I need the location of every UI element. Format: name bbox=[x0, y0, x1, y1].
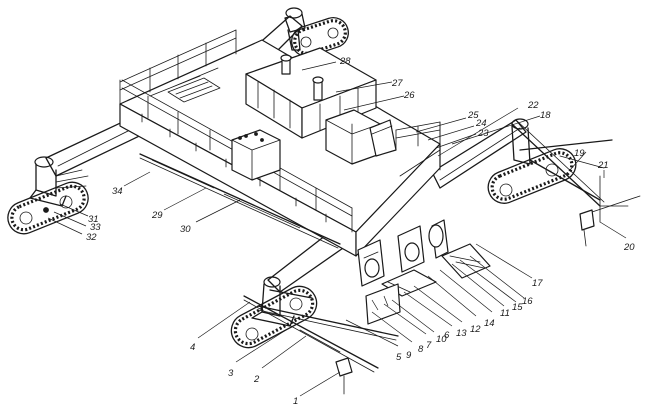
callout-20: 20 bbox=[623, 242, 635, 253]
track-right bbox=[487, 148, 577, 204]
paving-kit bbox=[357, 219, 491, 325]
callout-10: 10 bbox=[436, 334, 447, 345]
deck-plate-hatch bbox=[167, 77, 221, 103]
track-rear-top bbox=[291, 17, 349, 57]
callout-18: 18 bbox=[540, 110, 551, 121]
main-frame bbox=[119, 39, 441, 257]
callout-13: 13 bbox=[456, 328, 467, 339]
leg-left bbox=[29, 156, 89, 207]
exhaust-stack bbox=[280, 54, 324, 101]
callout-27: 27 bbox=[391, 78, 403, 89]
callout-15: 15 bbox=[512, 302, 523, 313]
callout-11: 11 bbox=[500, 308, 510, 319]
track-left bbox=[7, 181, 89, 235]
callout-9: 9 bbox=[406, 350, 412, 361]
callout-25: 25 bbox=[467, 110, 479, 121]
leader-lines bbox=[47, 61, 627, 397]
callout-29: 29 bbox=[151, 210, 163, 221]
callout-33: 33 bbox=[90, 222, 101, 233]
callout-5: 5 bbox=[396, 352, 402, 363]
callout-12: 12 bbox=[470, 324, 481, 335]
sensor-box-front bbox=[335, 357, 353, 395]
callout-3: 3 bbox=[228, 368, 234, 379]
callout-6: 6 bbox=[444, 330, 450, 341]
callout-28: 28 bbox=[339, 56, 351, 67]
callout-21: 21 bbox=[597, 160, 609, 171]
callout-31: 31 bbox=[88, 214, 99, 225]
callout-32: 32 bbox=[86, 232, 97, 243]
callout-26: 26 bbox=[403, 90, 415, 101]
callout-14: 14 bbox=[484, 318, 495, 329]
callout-19: 19 bbox=[574, 148, 585, 159]
callout-17: 17 bbox=[532, 278, 543, 289]
callout-30: 30 bbox=[180, 224, 191, 235]
side-panel bbox=[369, 119, 397, 157]
arm-right bbox=[431, 119, 527, 189]
callout-16: 16 bbox=[522, 296, 533, 307]
sensor-arm-right bbox=[511, 119, 641, 247]
callout-2: 2 bbox=[253, 374, 260, 385]
callout-7: 7 bbox=[426, 340, 432, 351]
engine-housing bbox=[245, 47, 377, 139]
callout-23: 23 bbox=[477, 128, 489, 139]
callout-24: 24 bbox=[475, 118, 487, 129]
control-console bbox=[231, 129, 281, 181]
front-tool-beams bbox=[243, 289, 399, 373]
callout-1: 1 bbox=[293, 396, 298, 407]
callout-34: 34 bbox=[112, 186, 123, 197]
callout-8: 8 bbox=[418, 344, 424, 355]
callout-22: 22 bbox=[527, 100, 539, 111]
callout-labels: 1 2 3 4 5 6 7 8 9 10 11 12 13 14 15 16 1… bbox=[86, 56, 635, 407]
callout-4: 4 bbox=[190, 342, 195, 353]
